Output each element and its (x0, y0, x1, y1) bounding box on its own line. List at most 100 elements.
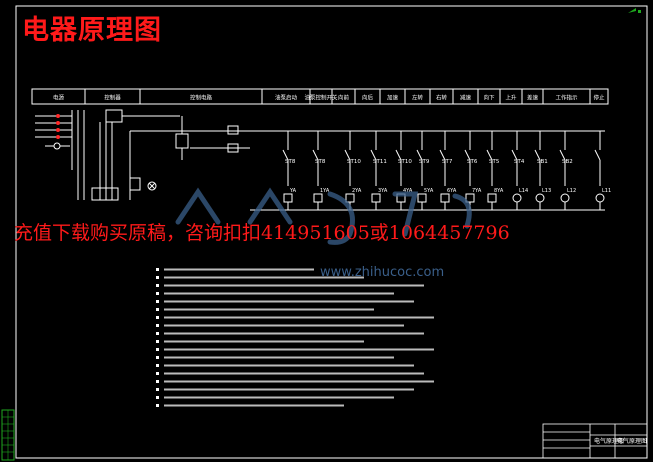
note-bullet-7 (156, 324, 159, 327)
switch-contact-11 (559, 149, 566, 161)
indicator-lamp-11 (560, 193, 570, 203)
note-bullet-3 (156, 292, 159, 295)
title-block (542, 423, 648, 459)
header-cell-9: 右转 (436, 94, 448, 102)
note-line-0 (164, 268, 314, 271)
header-cell-6: 向后 (362, 94, 374, 102)
switch-contact-5 (416, 149, 423, 161)
bottom-label-4: 4YA (403, 188, 413, 194)
note-line-7 (164, 324, 404, 327)
switch-contact-9 (511, 149, 518, 161)
coil-label-4: ST10 (398, 159, 412, 165)
note-line-9 (164, 340, 364, 343)
function-header-row: 电源控制器控制电路油泵启动油泵控制开关向前向后加速左转右转减速向下上升差速工作指… (31, 88, 609, 105)
note-bullet-6 (156, 316, 159, 319)
note-bullet-9 (156, 340, 159, 343)
indicator-lamp-10 (535, 193, 545, 203)
coil-label-2: ST10 (347, 159, 361, 165)
solenoid-coil-6 (440, 193, 450, 203)
switch-contact-0 (282, 149, 289, 161)
coil-label-6: ST7 (442, 159, 453, 165)
note-line-10 (164, 348, 434, 351)
bottom-label-9: L14 (519, 188, 528, 194)
header-cell-15: 停止 (593, 94, 605, 102)
indicator-lamp-9 (512, 193, 522, 203)
power-red-dots (56, 114, 60, 139)
coil-label-3: ST11 (373, 159, 387, 165)
note-line-17 (164, 404, 344, 407)
bottom-label-12: L11 (602, 188, 611, 194)
coil-label-5: ST9 (419, 159, 430, 165)
coil-label-1: ST8 (315, 159, 326, 165)
bottom-label-8: 8YA (494, 188, 504, 194)
note-bullet-16 (156, 396, 159, 399)
switch-contact-2 (344, 149, 351, 161)
coil-label-11: SB2 (562, 159, 573, 165)
solenoid-coil-3 (371, 193, 381, 203)
coil-label-8: ST5 (489, 159, 500, 165)
note-line-5 (164, 308, 374, 311)
bottom-label-11: L12 (567, 188, 576, 194)
note-line-13 (164, 372, 424, 375)
switch-contact-1 (312, 149, 319, 161)
header-cell-7: 加速 (387, 94, 399, 102)
header-cell-10: 减速 (460, 94, 472, 102)
title-block-name: 电气原理图 (617, 437, 647, 445)
switch-contact-4 (395, 149, 402, 161)
indicator-lamp-12 (595, 193, 605, 203)
header-cell-13: 差速 (527, 94, 539, 102)
header-cell-4: 油泵控制开关 (304, 94, 338, 102)
watermark-url: www.zhihucoc.com (320, 265, 444, 280)
note-bullet-5 (156, 308, 159, 311)
note-bullet-10 (156, 348, 159, 351)
switch-contact-6 (439, 149, 446, 161)
notes-block (156, 268, 434, 407)
solenoid-coil-1 (313, 193, 323, 203)
note-bullet-4 (156, 300, 159, 303)
header-cell-1: 控制器 (104, 94, 121, 102)
note-bullet-1 (156, 276, 159, 279)
note-bullet-11 (156, 356, 159, 359)
coil-label-7: ST6 (467, 159, 478, 165)
coil-label-9: ST4 (514, 159, 525, 165)
header-cell-8: 左转 (412, 94, 424, 102)
note-bullet-2 (156, 284, 159, 287)
title-block-project: 电气原理图 (594, 437, 624, 445)
bottom-label-7: 7YA (472, 188, 482, 194)
switch-contact-10 (534, 149, 541, 161)
relay-branches: ST8YAST81YAST102YAST113YAST104YAST95YAST… (282, 131, 611, 210)
note-bullet-8 (156, 332, 159, 335)
note-line-2 (164, 284, 424, 287)
bottom-label-10: L13 (542, 188, 551, 194)
note-line-15 (164, 388, 414, 391)
controller-section (91, 109, 180, 201)
bottom-label-1: 1YA (320, 188, 330, 194)
solenoid-coil-5 (417, 193, 427, 203)
note-line-14 (164, 380, 434, 383)
switch-contact-7 (464, 149, 471, 161)
header-cell-0: 电源 (53, 94, 65, 102)
coil-label-10: SB1 (537, 159, 548, 165)
header-cell-12: 上升 (505, 94, 517, 102)
header-cell-3: 油泵启动 (275, 94, 298, 102)
switch-contact-8 (486, 149, 493, 161)
note-bullet-12 (156, 364, 159, 367)
note-line-1 (164, 276, 364, 279)
note-bullet-14 (156, 380, 159, 383)
note-bullet-17 (156, 404, 159, 407)
note-line-16 (164, 396, 394, 399)
note-bullet-0 (156, 268, 159, 271)
drawing-title: 电器原理图 (22, 15, 162, 46)
bottom-label-2: 2YA (352, 188, 362, 194)
bottom-label-3: 3YA (378, 188, 388, 194)
header-cell-14: 工作指示 (555, 94, 578, 102)
switch-contact-12 (594, 149, 601, 161)
header-cell-5: 向前 (338, 94, 350, 102)
watermark-logo (175, 187, 472, 245)
note-line-12 (164, 364, 414, 367)
outer-frame (15, 5, 648, 459)
bottom-label-6: 6YA (447, 188, 457, 194)
note-line-11 (164, 356, 394, 359)
